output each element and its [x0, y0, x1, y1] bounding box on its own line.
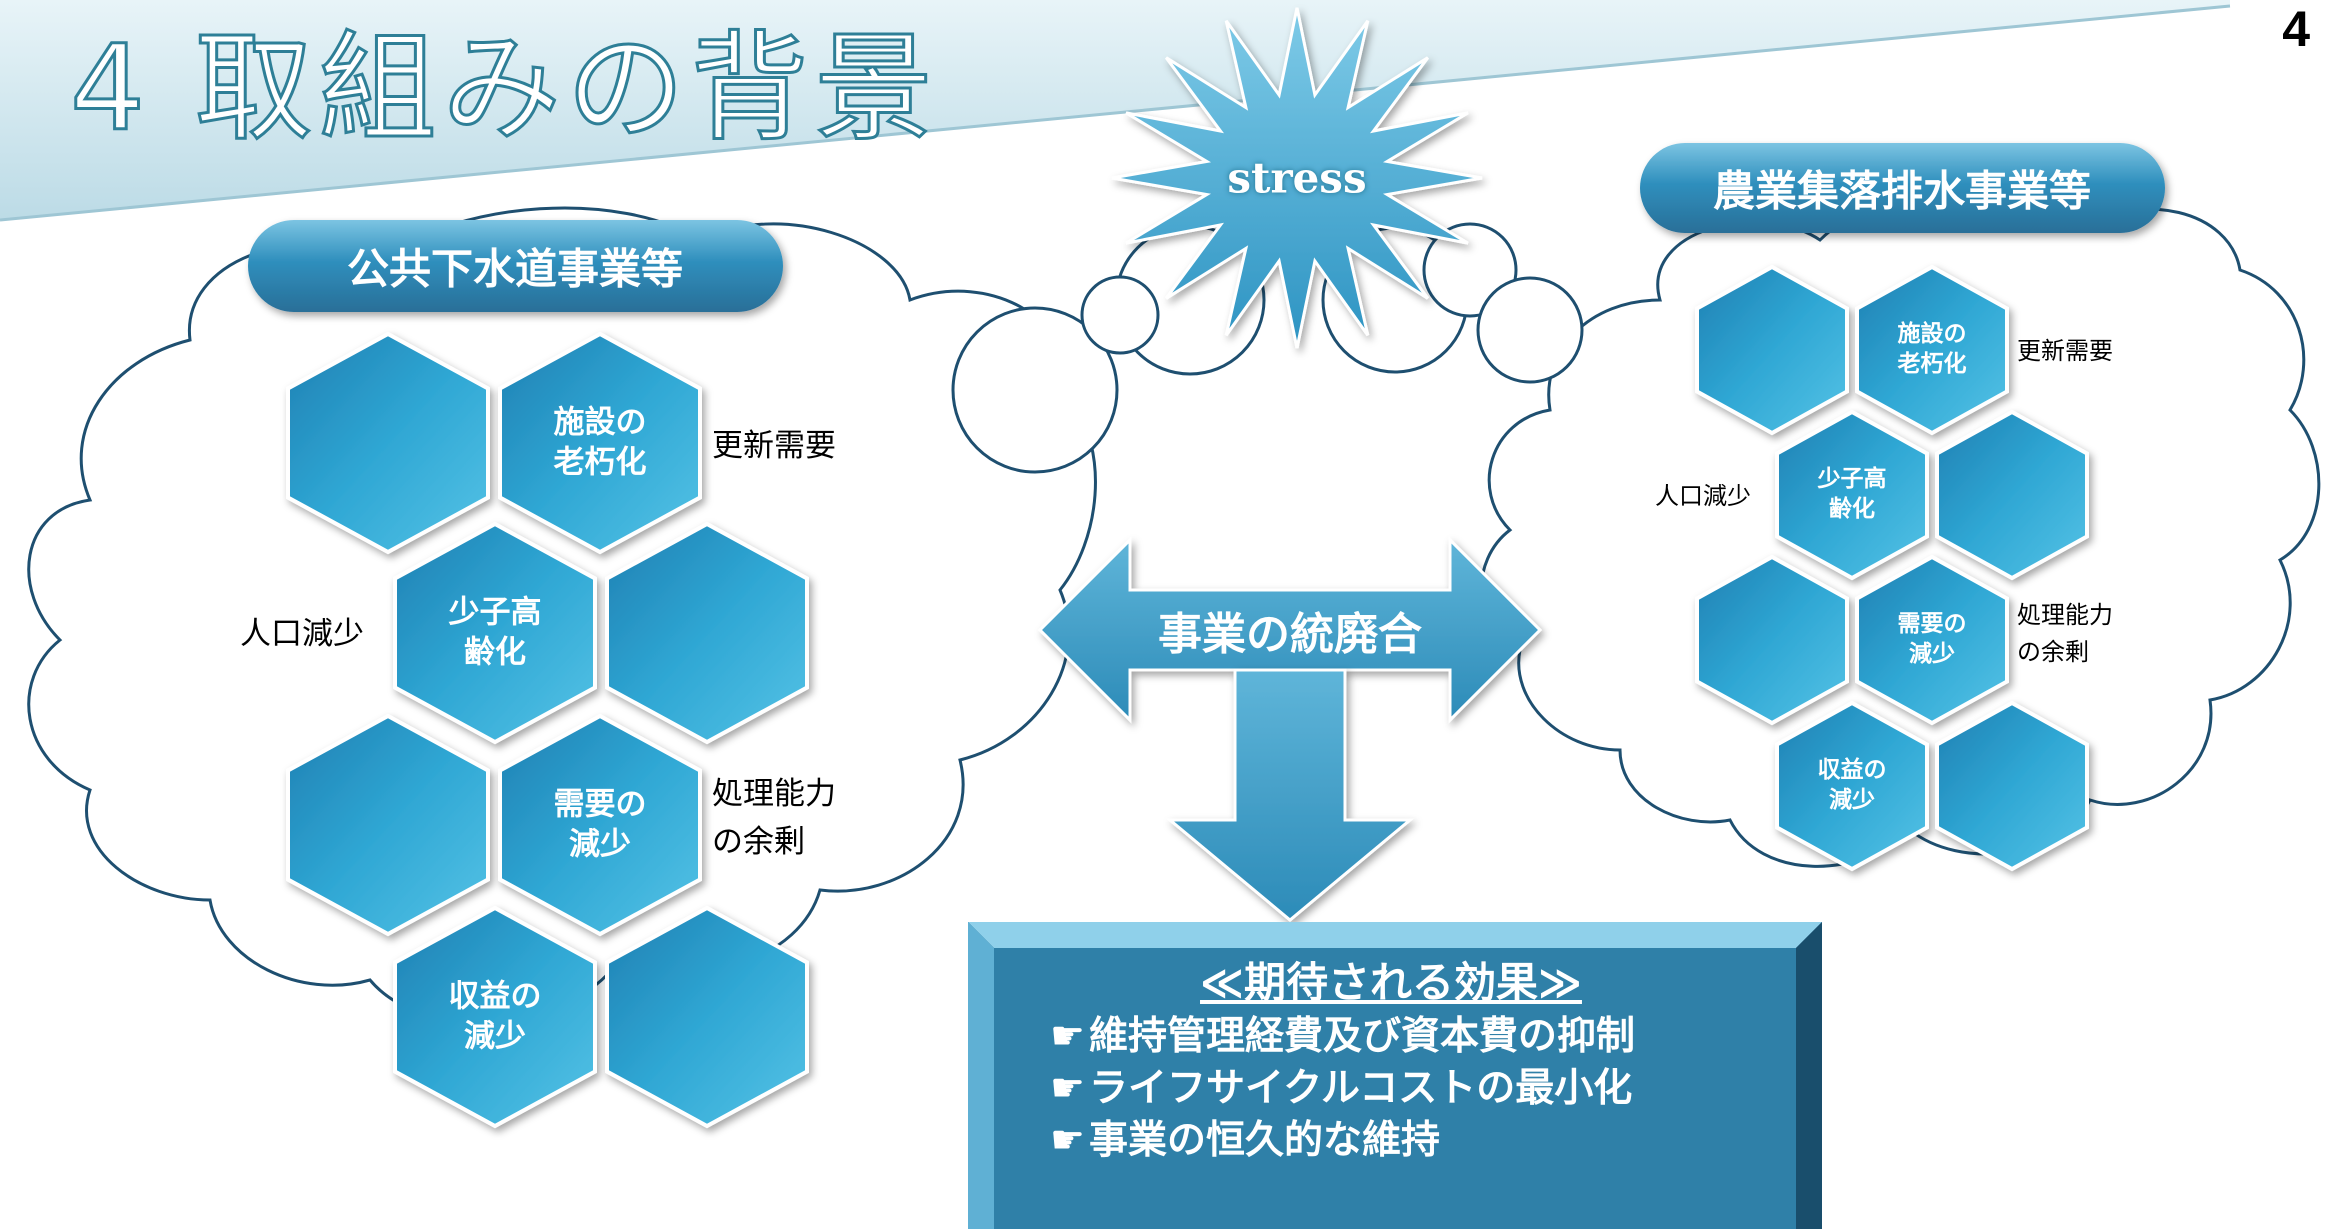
- page-title: 4 取組みの背景: [69, 18, 939, 159]
- left-hexagon: [605, 521, 809, 745]
- left-hexagon: [286, 331, 490, 555]
- down-arrow-icon: [1165, 668, 1415, 922]
- right-hexagon: [1855, 264, 2009, 436]
- effects-heading: ≪期待される効果≫: [1200, 958, 1582, 1007]
- title-band-edge: [0, 4, 2231, 222]
- right-hexagon: [1775, 409, 1929, 581]
- right-note-capacity: 処理能力 の余剰: [2017, 601, 2113, 667]
- right-hexagon-label: 需要の 減少: [1897, 611, 1967, 667]
- left-hexagon-label: 少子高 齢化: [448, 594, 542, 671]
- merge-arrow-double-icon: [1037, 536, 1543, 724]
- right-hexagon-label: 収益の 減少: [1817, 757, 1887, 813]
- effect-item: ☛事業の恒久的な維持: [1050, 1118, 1440, 1163]
- merge-label: 事業の統廃合: [1158, 609, 1422, 660]
- left-hexagon-cluster: [286, 331, 809, 1129]
- thought-bubble: [1476, 276, 1584, 384]
- left-hexagon: [605, 905, 809, 1129]
- right-hexagon-label: 少子高 齢化: [1817, 466, 1887, 522]
- right-hexagon: [1935, 700, 2089, 872]
- stress-starburst-icon: [1111, 7, 1483, 349]
- left-note-capacity: 処理能力 の余剰: [712, 776, 836, 861]
- left-note-renewal: 更新需要: [712, 428, 836, 464]
- left-group-label-pill: [248, 220, 783, 312]
- right-hexagon: [1695, 554, 1849, 726]
- right-hexagon: [1775, 700, 1929, 872]
- left-note-population: 人口減少: [240, 616, 364, 652]
- thought-bubble: [1080, 275, 1160, 355]
- effect-item: ☛ライフサイクルコストの最小化: [1050, 1066, 1633, 1111]
- right-hexagon-label: 施設の 老朽化: [1897, 321, 1967, 377]
- right-note-population: 人口減少: [1655, 482, 1751, 510]
- right-hexagon: [1935, 409, 2089, 581]
- effects-content: ≪期待される効果≫ ☛維持管理経費及び資本費の抑制 ☛ライフサイクルコストの最小…: [996, 955, 1786, 1167]
- left-hexagon: [498, 331, 702, 555]
- left-hexagon-label: 収益の 減少: [448, 978, 542, 1055]
- right-hexagon: [1695, 264, 1849, 436]
- right-group-label-pill: [1640, 143, 2165, 233]
- left-hexagon-label: 需要の 減少: [553, 786, 647, 863]
- effects-box: [968, 922, 1822, 1229]
- effect-item: ☛維持管理経費及び資本費の抑制: [1050, 1014, 1635, 1059]
- right-hexagon-cluster: [1695, 264, 2089, 872]
- stress-label: stress: [1227, 153, 1367, 203]
- left-hexagon: [393, 521, 597, 745]
- left-group-label: 公共下水道事業等: [346, 244, 684, 294]
- right-group-label: 農業集落排水事業等: [1712, 166, 2092, 216]
- pointing-hand-icon: ☛: [1050, 1118, 1085, 1163]
- pointing-hand-icon: ☛: [1050, 1014, 1085, 1059]
- thought-bubble: [951, 306, 1119, 474]
- left-hexagon: [393, 905, 597, 1129]
- left-hexagon-label: 施設の 老朽化: [553, 404, 647, 481]
- right-hexagon: [1855, 554, 2009, 726]
- left-hexagon: [498, 713, 702, 937]
- page-number: 4: [2282, 1, 2310, 57]
- left-hexagon: [286, 713, 490, 937]
- right-note-renewal: 更新需要: [2017, 337, 2113, 365]
- pointing-hand-icon: ☛: [1050, 1066, 1085, 1111]
